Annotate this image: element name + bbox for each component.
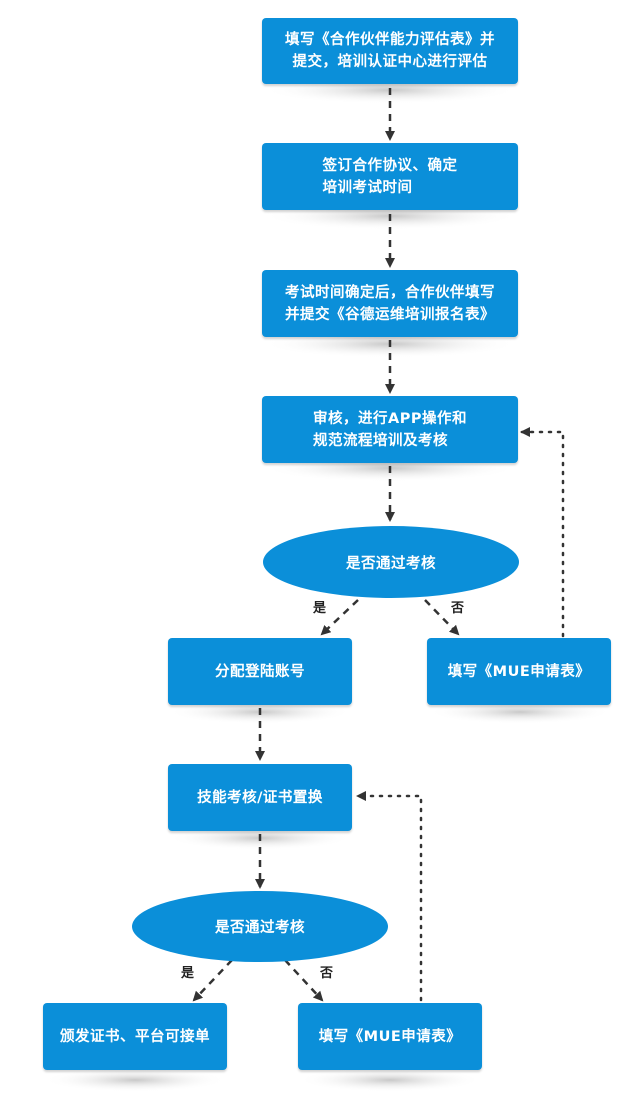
step-issue-certificate-text: 颁发证书、平台可接单 <box>60 1028 210 1045</box>
step-sign-agreement-text: 签订合作协议、确定 培训考试时间 <box>322 157 458 196</box>
step-review-training: 审核，进行APP操作和 规范流程培训及考核 <box>262 396 518 463</box>
step-mue-form-2: 填写《MUE申请表》 <box>298 1003 482 1070</box>
arrow-decision2-cert <box>192 959 233 1002</box>
arrow-decision1-assign <box>320 599 359 636</box>
step-registration: 考试时间确定后，合作伙伴填写 并提交《谷德运维培训报名表》 <box>262 270 518 337</box>
decision-pass-exam-2-text: 是否通过考核 <box>215 920 305 936</box>
yes-label-2: 是 <box>181 966 195 981</box>
decision-pass-exam-1-text: 是否通过考核 <box>346 555 436 572</box>
step-skill-assessment-text: 技能考核/证书置换 <box>197 789 323 806</box>
arrow-decision2-mue2 <box>284 959 324 1002</box>
loop-mue1-step4 <box>520 427 565 638</box>
step-skill-assessment: 技能考核/证书置换 <box>168 764 352 831</box>
step-issue-certificate: 颁发证书、平台可接单 <box>43 1003 227 1070</box>
step-review-training-text: 审核，进行APP操作和 规范流程培训及考核 <box>313 410 467 449</box>
yes-label-1: 是 <box>313 601 327 616</box>
decision-pass-exam-2: 是否通过考核 <box>132 891 388 962</box>
step-mue-form-2-text: 填写《MUE申请表》 <box>318 1028 462 1045</box>
decision-pass-exam-1: 是否通过考核 <box>263 526 519 598</box>
step-assign-account-text: 分配登陆账号 <box>215 663 305 680</box>
step-assign-account: 分配登陆账号 <box>168 638 352 705</box>
arrow-decision1-mue1 <box>424 599 460 636</box>
step-sign-agreement: 签订合作协议、确定 培训考试时间 <box>262 143 518 210</box>
step-submit-evaluation-text: 填写《合作伙伴能力评估表》并 提交，培训认证中心进行评估 <box>285 32 495 70</box>
step-mue-form-1-text: 填写《MUE申请表》 <box>447 663 591 680</box>
step-mue-form-1: 填写《MUE申请表》 <box>427 638 611 705</box>
loop-mue2-skill <box>356 791 423 1002</box>
step-registration-text: 考试时间确定后，合作伙伴填写 并提交《谷德运维培训报名表》 <box>285 284 495 323</box>
no-label-2: 否 <box>320 966 334 981</box>
step-submit-evaluation: 填写《合作伙伴能力评估表》并 提交，培训认证中心进行评估 <box>262 18 518 84</box>
no-label-1: 否 <box>451 601 465 616</box>
